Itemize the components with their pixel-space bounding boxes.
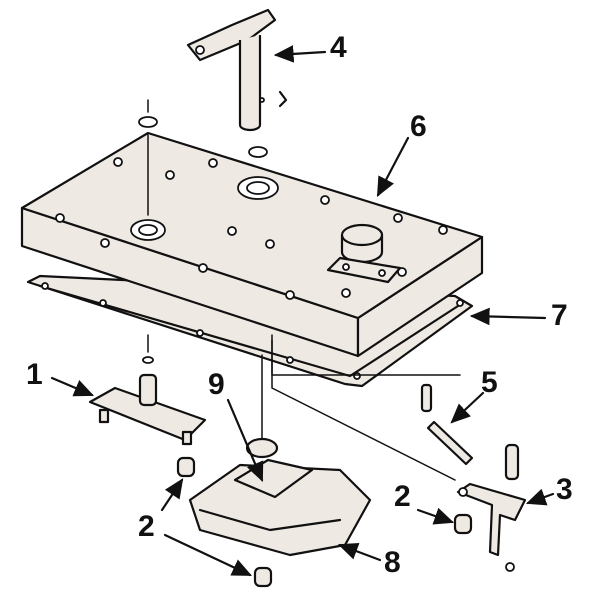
bushing-part-2	[176, 456, 196, 478]
bracket-part-1	[88, 373, 207, 446]
bushing-part-2	[253, 566, 273, 588]
callout-4: 4	[330, 31, 347, 64]
callout-5: 5	[481, 366, 498, 399]
shaft-lever-part-4	[186, 8, 288, 132]
callout-2: 2	[394, 480, 411, 513]
callout-1: 1	[26, 358, 43, 391]
callout-7: 7	[551, 299, 568, 332]
callout-9: 9	[208, 368, 225, 401]
link-part-5	[420, 383, 474, 466]
callout-8: 8	[384, 546, 401, 579]
lever-part-3	[456, 443, 527, 572]
leader-arrows	[50, 45, 555, 577]
callout-6: 6	[410, 110, 427, 143]
cover-plate-part-6	[20, 131, 484, 358]
housing-part-8	[188, 437, 372, 557]
callout-3: 3	[556, 473, 573, 506]
bushing-part-2	[453, 513, 473, 535]
assembly-lines	[138, 99, 461, 481]
callout-2: 2	[138, 510, 155, 543]
